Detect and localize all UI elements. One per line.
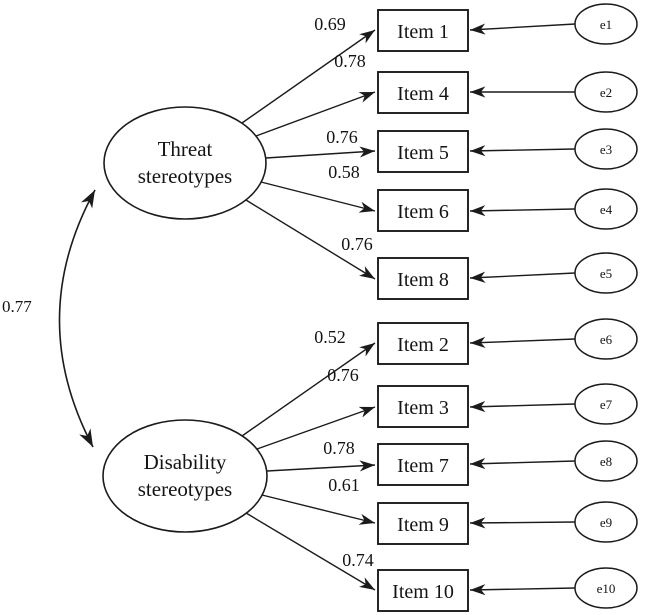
- loading-value: 0.78: [334, 51, 366, 71]
- loading-labels: 0.69 0.78 0.76 0.58 0.76 0.52 0.76 0.78 …: [314, 14, 374, 570]
- latent-label-line2: stereotypes: [138, 477, 232, 501]
- error-ellipse: [574, 440, 638, 482]
- error-arrow-e1: [469, 23, 576, 35]
- loading-arrow-item6: [260, 181, 376, 213]
- latent-factor-disability: Disability stereotypes: [102, 419, 268, 533]
- latent-ellipse: [102, 419, 268, 533]
- loading-arrow-item7: [266, 460, 376, 472]
- loading-arrow-item4: [255, 91, 376, 137]
- item-label: Item 10: [392, 581, 454, 603]
- loading-arrow-item9: [261, 494, 376, 525]
- latent-ellipse: [103, 106, 267, 220]
- item-label: Item 6: [397, 201, 449, 223]
- error-label: e10: [597, 581, 616, 596]
- loading-arrow-item1: [241, 29, 376, 124]
- item-label: Item 1: [397, 21, 449, 43]
- error-label: e1: [600, 17, 612, 32]
- item-box: [377, 189, 469, 232]
- loading-value: 0.69: [314, 14, 346, 34]
- error-terms: e1 e2 e3 e4 e5 e6 e7 e8 e9 e10: [574, 3, 638, 609]
- item-box: [377, 385, 469, 428]
- error-label: e5: [600, 266, 612, 281]
- item-boxes: Item 1 Item 4 Item 5 Item 6 Item 8 Item …: [377, 9, 469, 612]
- error-label: e2: [600, 85, 612, 100]
- error-arrow-e4: [469, 205, 576, 217]
- loading-value: 0.58: [328, 162, 360, 182]
- item-label: Item 3: [397, 397, 449, 419]
- item-box: [377, 443, 469, 486]
- latent-label-line2: stereotypes: [138, 164, 232, 188]
- error-label: e6: [600, 332, 613, 347]
- error-arrow-e9: [469, 517, 576, 529]
- loading-arrows: [241, 29, 376, 591]
- loading-value: 0.78: [323, 438, 355, 458]
- error-arrow-e10: [469, 584, 576, 596]
- error-label: e3: [600, 142, 612, 157]
- error-label: e9: [600, 515, 612, 530]
- latent-factor-threat: Threat stereotypes: [103, 106, 267, 220]
- error-ellipse: [574, 128, 638, 170]
- error-ellipse: [574, 567, 638, 609]
- item-box: [377, 71, 469, 114]
- loading-arrow-item8: [245, 199, 376, 280]
- covariance-arrow: [58, 189, 96, 448]
- error-ellipse: [574, 71, 638, 113]
- item-label: Item 7: [397, 455, 449, 477]
- item-label: Item 2: [397, 334, 449, 356]
- error-arrow-e7: [469, 400, 576, 413]
- item-box: [377, 257, 469, 300]
- error-arrows: [469, 23, 576, 596]
- item-box: [377, 130, 469, 173]
- item-label: Item 8: [397, 269, 449, 291]
- error-ellipse: [574, 188, 638, 230]
- latent-label-line1: Disability: [144, 450, 227, 474]
- loading-arrow-item3: [256, 406, 376, 450]
- error-arrow-e5: [469, 271, 576, 283]
- loading-arrow-item2: [241, 342, 376, 437]
- item-box: [377, 569, 469, 612]
- loading-arrow-item10: [245, 512, 376, 591]
- error-ellipse: [574, 318, 638, 360]
- error-ellipse: [574, 3, 638, 45]
- loading-value: 0.76: [341, 234, 373, 254]
- item-box: [377, 9, 469, 52]
- item-box: [377, 502, 469, 545]
- error-arrow-e8: [469, 457, 576, 470]
- covariance-value: 0.77: [2, 297, 32, 316]
- loading-arrow-item5: [265, 146, 376, 159]
- latent-label-line1: Threat: [158, 137, 213, 161]
- loading-value: 0.74: [342, 550, 374, 570]
- item-label: Item 9: [397, 514, 449, 536]
- error-arrow-e6: [469, 336, 576, 349]
- error-label: e8: [600, 454, 612, 469]
- error-label: e7: [600, 397, 613, 412]
- error-ellipse: [574, 383, 638, 425]
- error-arrow-e3: [469, 145, 576, 157]
- item-label: Item 5: [397, 142, 449, 164]
- loading-value: 0.76: [326, 127, 358, 147]
- error-ellipse: [574, 501, 638, 543]
- loading-value: 0.52: [314, 327, 346, 347]
- item-box: [377, 322, 469, 365]
- item-label: Item 4: [397, 83, 449, 105]
- loading-value: 0.76: [327, 365, 359, 385]
- error-label: e4: [600, 202, 613, 217]
- error-ellipse: [574, 252, 638, 294]
- loading-value: 0.61: [328, 475, 360, 495]
